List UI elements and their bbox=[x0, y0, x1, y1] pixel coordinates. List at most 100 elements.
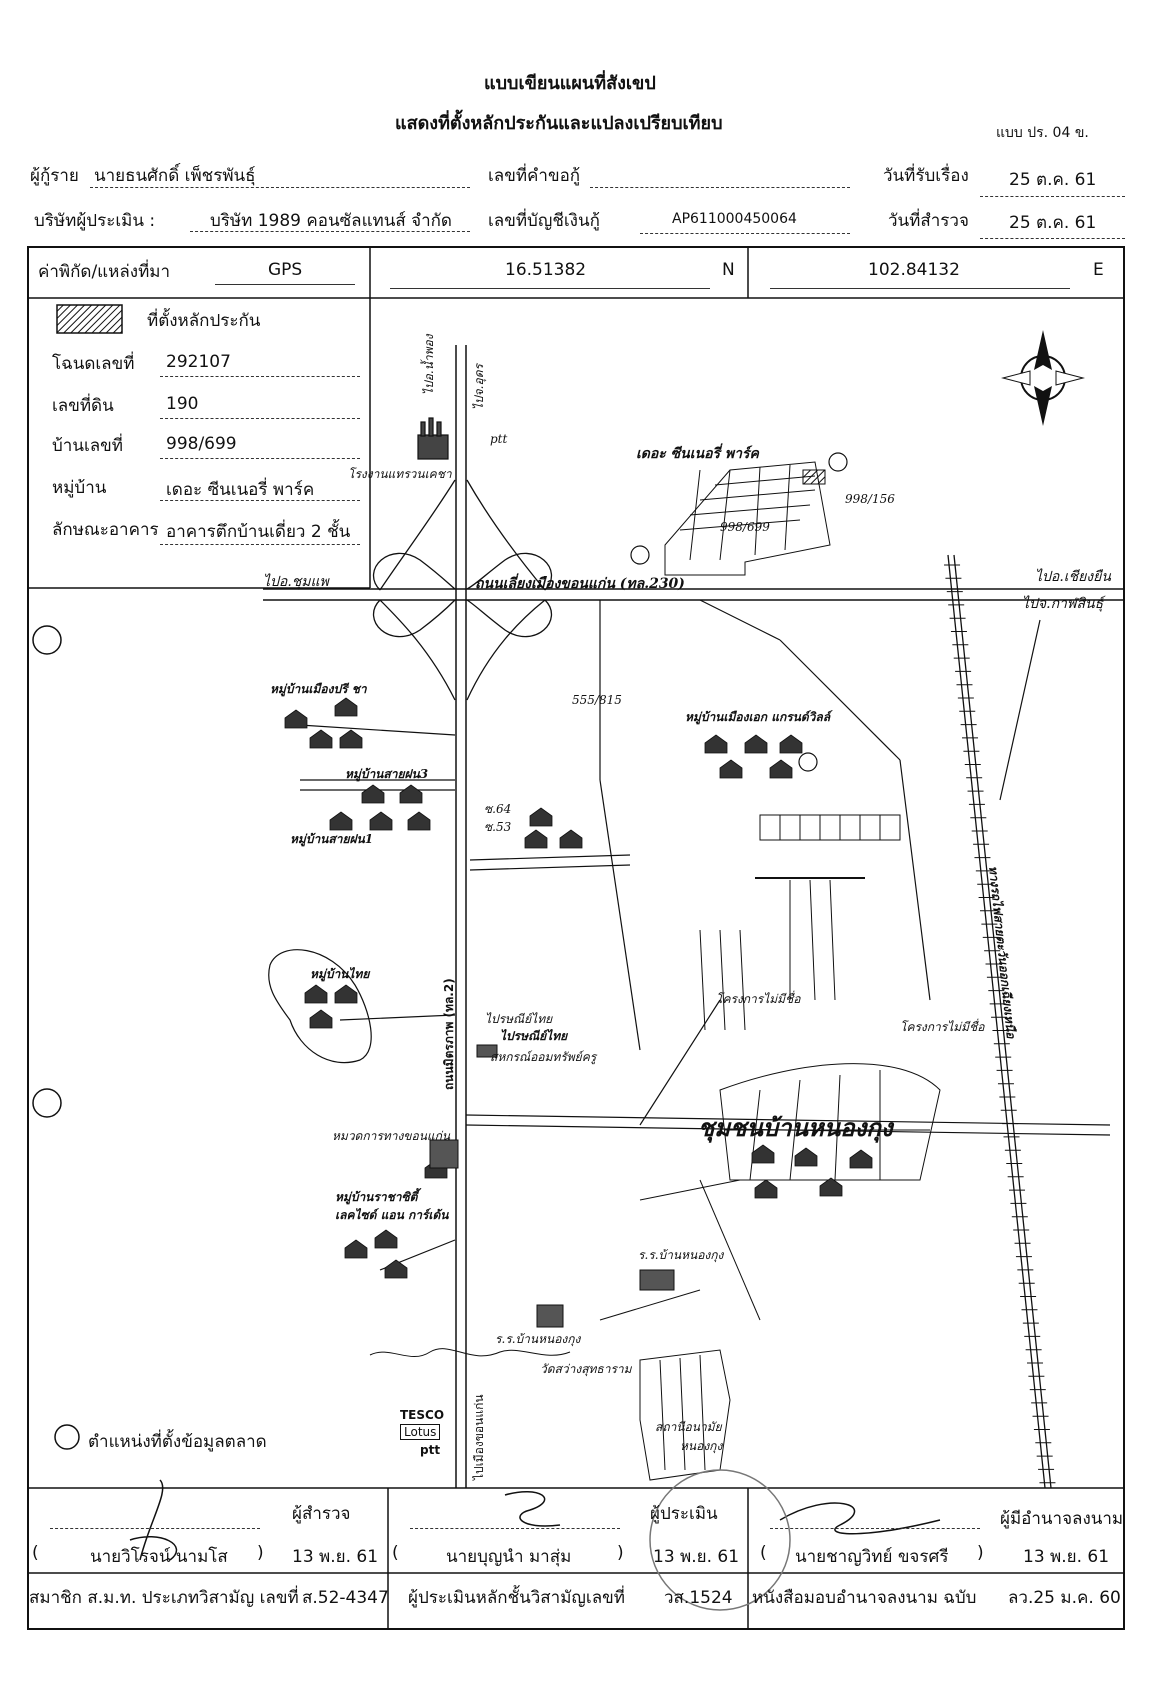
market-legend-icon bbox=[54, 1424, 80, 1450]
house-no-label: บ้านเลขที่ bbox=[52, 436, 124, 456]
borrower-label: ผู้กู้ราย bbox=[30, 166, 79, 186]
label-community: ชุมชนบ้านหนองกุง bbox=[698, 1113, 893, 1142]
house-icon bbox=[704, 734, 728, 754]
secondary-roads bbox=[299, 599, 1111, 1271]
house-icon bbox=[344, 1239, 368, 1259]
surveyor-date: 13 พ.ย. 61 bbox=[292, 1547, 379, 1567]
surveyor-role: ผู้สำรวจ bbox=[292, 1504, 351, 1524]
survey-date-value: 25 ต.ค. 61 bbox=[1009, 213, 1097, 233]
house-icon bbox=[284, 709, 308, 729]
comparison-markers bbox=[630, 452, 848, 772]
label-soi-64: ซ.64 bbox=[484, 802, 512, 816]
legend-collateral-label: ที่ตั้งหลักประกัน bbox=[147, 311, 261, 331]
label-lot-156: 998/156 bbox=[845, 492, 895, 506]
house-icon bbox=[309, 1009, 333, 1029]
coords-label: ค่าพิกัด/แหล่งที่มา bbox=[38, 262, 171, 282]
signer-doc-no: ลว.25 ม.ค. 60 bbox=[1008, 1588, 1121, 1608]
paren-close: ) bbox=[257, 1543, 264, 1563]
received-date-value: 25 ต.ค. 61 bbox=[1009, 170, 1097, 190]
appraiser-role: ผู้ประเมิน bbox=[650, 1504, 718, 1524]
label-mittraphap-road: ถนนมิตรภาพ (ทล.2) bbox=[442, 978, 456, 1090]
main-roads bbox=[263, 345, 1125, 1488]
house-icon bbox=[339, 729, 363, 749]
appraiser-cert-no: วส.1524 bbox=[664, 1588, 733, 1608]
label-school-2: ร.ร.บ้านหนองกุง bbox=[495, 1332, 581, 1346]
label-to-kalasin: ไปจ.กาฬสินธุ์ bbox=[1022, 596, 1104, 612]
house-icon bbox=[369, 811, 393, 831]
hole-punches bbox=[32, 625, 62, 1118]
ptt-logo: ptt bbox=[420, 1443, 441, 1457]
account-value: AP611000450064 bbox=[672, 211, 797, 227]
house-icon bbox=[819, 1177, 843, 1197]
paren-open-3: ( bbox=[760, 1543, 767, 1563]
label-power-plant: โรงงานแทรวนเคชา bbox=[348, 467, 452, 481]
building-type-value: อาคารตึกบ้านเดี่ยว 2 ชั้น bbox=[166, 522, 351, 542]
appraiser-date: 13 พ.ย. 61 bbox=[653, 1547, 740, 1567]
paren-open-2: ( bbox=[392, 1543, 399, 1563]
label-project-unnamed-1: โครงการไม่มีชื่อ bbox=[716, 992, 801, 1006]
label-lakeside: เลคไซด์ แอน การ์เด้น bbox=[335, 1208, 449, 1222]
village-label: หมู่บ้าน bbox=[52, 478, 107, 498]
longitude-dir: E bbox=[1093, 260, 1104, 280]
signer-date: 13 พ.ย. 61 bbox=[1023, 1547, 1110, 1567]
signer-doc-label: หนังสือมอบอำนาจลงนาม ฉบับ bbox=[752, 1588, 977, 1608]
request-no-label: เลขที่คำขอกู้ bbox=[488, 166, 581, 186]
label-temple: วัดสว่างสุทธาราม bbox=[540, 1362, 632, 1376]
label-village-mueang-pri: หมู่บ้านเมืองปรี ชา bbox=[270, 682, 367, 696]
label-soi-53: ซ.53 bbox=[484, 820, 512, 834]
village-value: เดอะ ซีนเนอรี่ พาร์ค bbox=[166, 480, 315, 500]
interchange bbox=[373, 479, 552, 701]
label-health-station: สถานีอนามัย bbox=[655, 1420, 722, 1434]
label-to-nam-phong: ไปอ.น้ำพอง bbox=[422, 334, 436, 395]
house-icon bbox=[309, 729, 333, 749]
label-ptt-ngv: ptt bbox=[490, 432, 508, 446]
signer-name: นายชาญวิทย์ ขจรศรี bbox=[795, 1547, 949, 1567]
house-icon bbox=[529, 807, 553, 827]
label-village-ratchaphruek: หมู่บ้านราชาซิตี้ bbox=[335, 1190, 418, 1204]
collateral-plot bbox=[802, 469, 826, 485]
south-estate bbox=[639, 1349, 731, 1481]
appraiser-value: บริษัท 1989 คอนซัลแทนส์ จำกัด bbox=[210, 211, 452, 231]
paren-open: ( bbox=[32, 1543, 39, 1563]
surveyor-name: นายวิโรจน์ นามโส bbox=[90, 1547, 228, 1567]
form-subtitle: แสดงที่ตั้งหลักประกันและแปลงเปรียบเทียบ bbox=[395, 113, 723, 134]
appraiser-label: บริษัทผู้ประเมิน : bbox=[34, 211, 156, 231]
surveyor-member-no: ส.52-4347 bbox=[302, 1588, 389, 1608]
label-village-thai: หมู่บ้านไทย bbox=[310, 967, 370, 981]
deed-label: โฉนดเลขที่ bbox=[52, 354, 135, 374]
label-post-brand: ไปรษณีย์ไทย bbox=[500, 1029, 568, 1043]
latitude-dir: N bbox=[722, 260, 735, 280]
label-village-mueang-ek: หมู่บ้านเมืองเอก แกรนด์วิลล์ bbox=[685, 710, 831, 724]
land-no-label: เลขที่ดิน bbox=[52, 396, 114, 416]
paren-close-3: ) bbox=[977, 1543, 984, 1563]
house-icon bbox=[399, 784, 423, 804]
form-code: แบบ ปร. 04 ข. bbox=[996, 125, 1089, 141]
house-icon bbox=[769, 759, 793, 779]
factory-icon bbox=[417, 417, 449, 460]
label-bypass-road: ถนนเลี่ยงเมืองขอนแก่น (ทล.230) bbox=[475, 576, 685, 592]
label-scenery-park: เดอะ ซีนเนอรี่ พาร์ค bbox=[636, 446, 759, 462]
collateral-legend-swatch bbox=[56, 304, 123, 334]
house-icon bbox=[794, 1147, 818, 1167]
tesco-logo: TESCO bbox=[400, 1408, 445, 1422]
scenery-park-estate bbox=[664, 461, 831, 576]
label-project-unnamed-2: โครงการไม่มีชื่อ bbox=[900, 1020, 985, 1034]
survey-date-label: วันที่สำรวจ bbox=[888, 211, 969, 231]
house-no-value: 998/699 bbox=[166, 434, 237, 454]
house-icon bbox=[304, 984, 328, 1004]
signatures bbox=[129, 1479, 941, 1561]
land-no-value: 190 bbox=[166, 394, 199, 414]
house-icon bbox=[559, 829, 583, 849]
map-frame bbox=[27, 246, 1125, 1630]
label-post-office: ไปรษณีย์ไทย bbox=[485, 1012, 553, 1026]
label-village-sai-fon3: หมู่บ้านสายฝน3 bbox=[345, 767, 429, 781]
building-type-label: ลักษณะอาคาร bbox=[52, 520, 159, 540]
coords-source: GPS bbox=[268, 260, 303, 280]
label-village-sai-fon1: หมู่บ้านสายฝน1 bbox=[290, 832, 374, 846]
community-grid bbox=[599, 1063, 941, 1321]
village-thai-boundary bbox=[268, 949, 372, 1064]
borrower-value: นายธนศักดิ์ เพ็ชรพันธุ์ bbox=[94, 166, 256, 186]
received-date-label: วันที่รับเรื่อง bbox=[883, 166, 969, 186]
lotus-logo: Lotus bbox=[400, 1424, 441, 1440]
